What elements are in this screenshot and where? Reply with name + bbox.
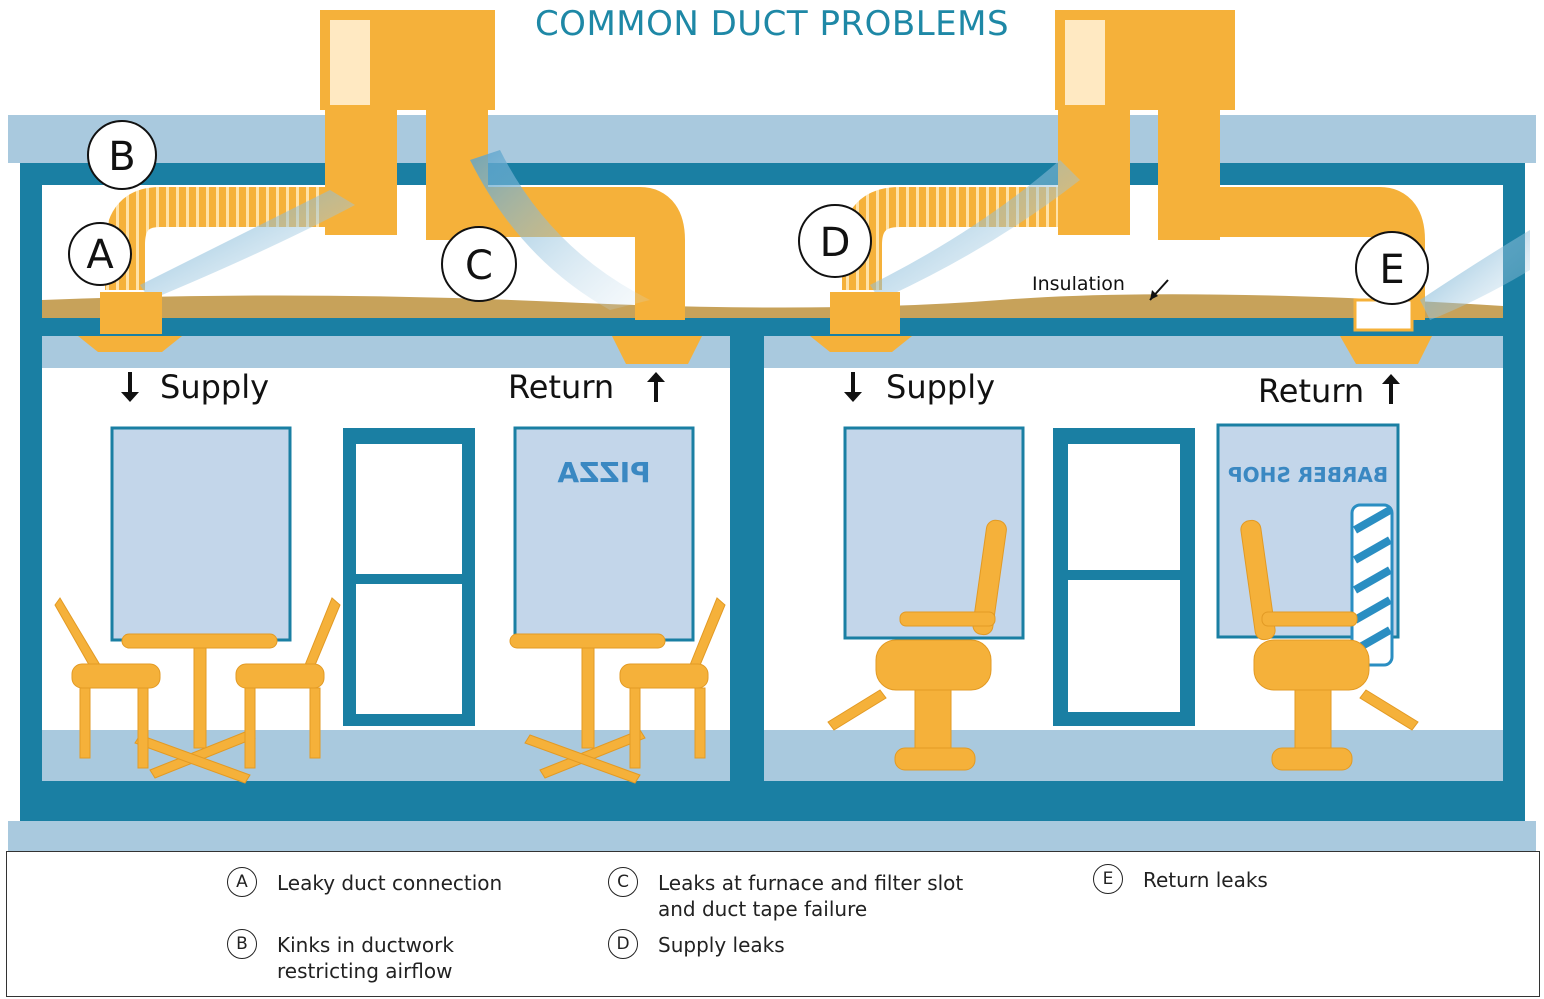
legend-item-d: D Supply leaks: [608, 929, 785, 959]
legend-item-a: A Leaky duct connection: [227, 867, 503, 897]
supply-label-left: Supply: [160, 368, 269, 406]
leak-airflow-a: [140, 190, 355, 300]
callout-b: B: [87, 120, 157, 190]
leak-airflow-e: [1420, 230, 1530, 320]
svg-text:D: D: [820, 220, 851, 266]
legend-badge-c: C: [608, 867, 638, 897]
left-wall: [20, 163, 42, 788]
middle-wall: [730, 336, 764, 781]
window-left-1: [110, 426, 292, 642]
callout-e: E: [1355, 231, 1429, 305]
legend-badge-d: D: [608, 929, 638, 959]
svg-text:C: C: [465, 243, 493, 289]
ceiling-band: [42, 318, 1503, 336]
svg-text:B: B: [108, 134, 135, 180]
legend-item-e: E Return leaks: [1093, 864, 1268, 894]
return-label-right: Return: [1258, 372, 1364, 410]
barber-chairs: [827, 519, 1419, 771]
leak-airflow-c: [470, 150, 650, 310]
insulation-layer: [42, 294, 1503, 318]
diagram-title: COMMON DUCT PROBLEMS: [534, 4, 1010, 44]
return-label-left: Return: [508, 368, 614, 406]
supply-arrow-left: [121, 372, 139, 402]
floor-right: [764, 730, 1503, 781]
legend-text-c: Leaks at furnace and filter slot and duc…: [658, 871, 964, 921]
foundation: [20, 781, 1525, 821]
attic-top-beam: [20, 163, 1525, 185]
legend-badge-b: B: [227, 929, 257, 959]
return-arrow-right: [1382, 374, 1400, 404]
supply-label-right: Supply: [886, 368, 995, 406]
roof: [8, 115, 1536, 163]
window-pizza: [513, 426, 695, 642]
legend-item-b: B Kinks in ductwork restricting airflow: [227, 929, 454, 984]
return-register-right: [1340, 336, 1432, 364]
legend-text-a: Leaky duct connection: [277, 871, 503, 895]
barber-sign: BARBER SHOP: [1228, 463, 1388, 487]
legend-badge-a: A: [227, 867, 257, 897]
insulation-label: Insulation: [1032, 273, 1125, 295]
return-trunk-left: [426, 110, 488, 240]
legend-badge-e: E: [1093, 864, 1123, 894]
leak-airflow-d: [870, 160, 1080, 300]
pizza-sign: PIZZA: [557, 456, 651, 489]
legend-text-d: Supply leaks: [658, 933, 785, 957]
legend-text-b: Kinks in ductwork restricting airflow: [277, 933, 454, 983]
building-illustration: Supply Return Supply Return Insulation P…: [8, 10, 1536, 851]
return-register-left: [612, 336, 702, 364]
pizza-furniture: [54, 597, 726, 784]
svg-text:A: A: [86, 232, 114, 278]
return-duct-left: [488, 187, 685, 320]
ground: [8, 821, 1536, 851]
legend-text-e: Return leaks: [1143, 868, 1268, 892]
supply-register-right: [810, 336, 912, 352]
legend: A Leaky duct connection B Kinks in ductw…: [6, 851, 1540, 997]
right-wall: [1503, 163, 1525, 788]
return-arrow-left: [647, 372, 665, 402]
callout-c: C: [441, 226, 517, 302]
callout-a: A: [68, 222, 132, 286]
callout-d: D: [798, 204, 872, 278]
return-trunk-right: [1158, 110, 1220, 240]
supply-trunk-left: [325, 110, 397, 235]
legend-item-c: C Leaks at furnace and filter slot and d…: [608, 867, 964, 922]
supply-register-left: [78, 336, 182, 352]
ceiling: [42, 336, 1503, 368]
supply-arrow-right: [844, 372, 862, 402]
svg-text:E: E: [1379, 247, 1404, 293]
